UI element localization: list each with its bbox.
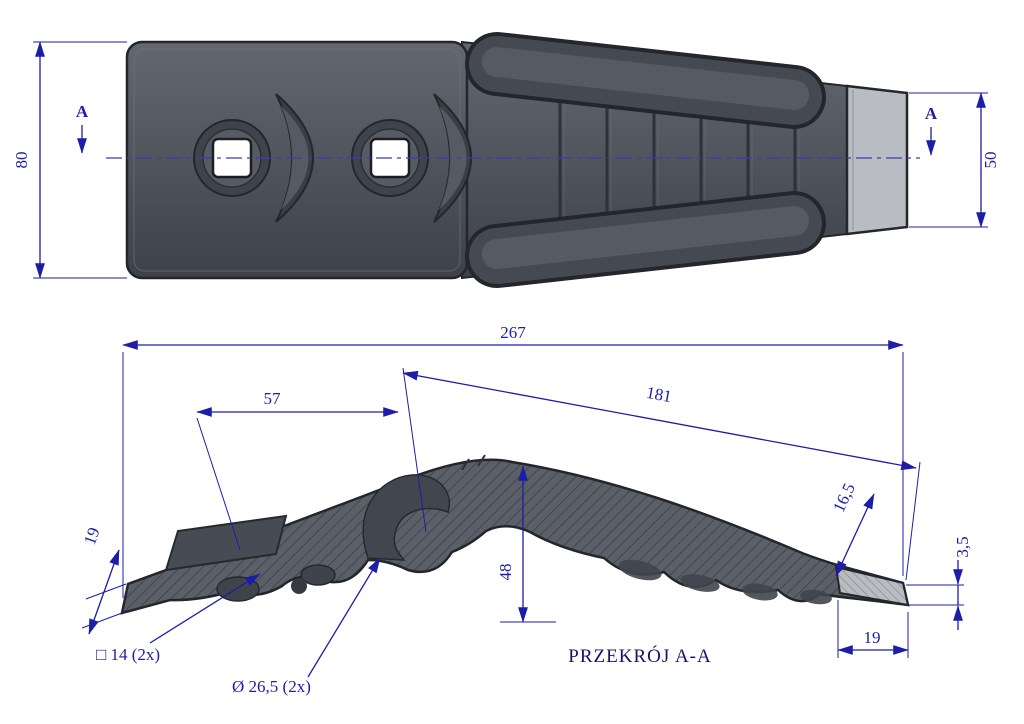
- section-a-left-label: A: [76, 102, 89, 121]
- rib-lines: [558, 98, 797, 221]
- crescent-wing-2: [433, 93, 472, 223]
- carbide-tip-section: [834, 565, 910, 607]
- callout-hole-diameter-label: Ø 26,5 (2x): [232, 677, 311, 696]
- clamp-block-section: [164, 514, 288, 572]
- section-marker-a-left: A: [76, 102, 89, 154]
- side-section-view: 267 57 181 19 48 1: [80, 323, 972, 696]
- dim-19-shank-label: 19: [80, 525, 104, 547]
- dimension-181: 181: [402, 370, 921, 581]
- bottom-rail-capsule: [465, 191, 826, 288]
- section-marker-a-right: A: [925, 104, 938, 156]
- dim-267-label: 267: [500, 323, 526, 342]
- rib-highlights: [563, 98, 800, 221]
- under-blade-ribs: [618, 559, 832, 605]
- callout-square-hole: □ 14 (2x): [96, 573, 261, 664]
- dim-50-label: 50: [981, 152, 1000, 169]
- dimension-19-tip: 19: [837, 600, 909, 658]
- dim-16-5-label: 16,5: [829, 480, 859, 515]
- dim-3-5-label: 3,5: [953, 536, 972, 557]
- dimension-16-5: 16,5: [829, 480, 875, 577]
- dim-48-label: 48: [496, 564, 515, 581]
- dimension-48: 48: [496, 465, 556, 623]
- dimension-80: 80: [12, 41, 127, 279]
- top-rail-capsule: [465, 32, 826, 129]
- dim-19-tip-label: 19: [864, 628, 881, 647]
- section-a-right-label: A: [925, 104, 938, 123]
- top-view: 80 50 A A: [12, 32, 1000, 288]
- carbide-tip-top-view: [845, 84, 909, 236]
- dim-181-label: 181: [645, 383, 674, 406]
- dim-57-label: 57: [264, 389, 282, 408]
- dimension-19-shank: 19: [80, 525, 127, 635]
- callout-hole-diameter: Ø 26,5 (2x): [232, 557, 381, 696]
- dim-80-label: 80: [12, 152, 31, 169]
- hole-boss-section: [362, 474, 451, 561]
- section-title: PRZEKRÓJ A-A: [568, 645, 711, 667]
- callout-square-hole-label: □ 14 (2x): [96, 645, 160, 664]
- dimension-3-5: 3,5: [906, 536, 972, 630]
- dimension-50: 50: [909, 92, 1000, 228]
